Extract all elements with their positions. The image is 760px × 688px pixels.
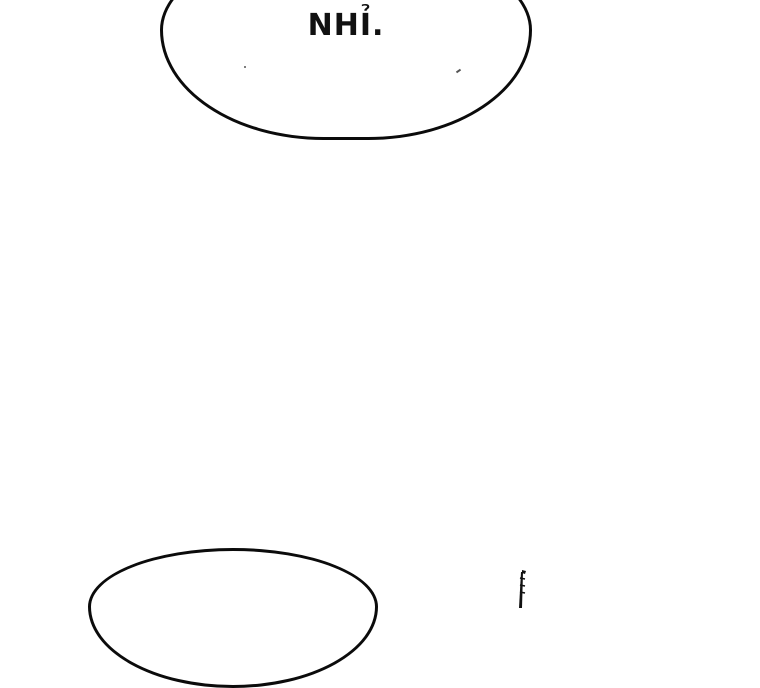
speech-bubble-text: NHỈ. — [307, 8, 385, 43]
sfx-mark-icon — [519, 570, 526, 608]
ink-speck — [244, 66, 246, 68]
comic-panel: NHỈ. — [88, 0, 532, 688]
speech-bubble-bottom — [88, 548, 378, 688]
